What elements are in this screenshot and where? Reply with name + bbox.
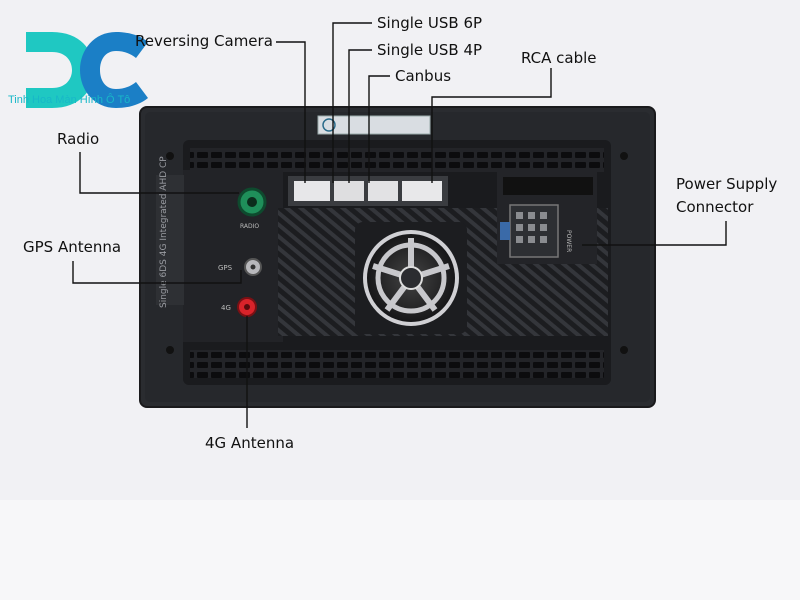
screw xyxy=(166,346,174,354)
power-block-label: POWER xyxy=(565,230,572,252)
brand-logo xyxy=(26,32,148,108)
radio-port-label: RADIO xyxy=(240,223,259,230)
label-4g-antenna: 4G Antenna xyxy=(205,434,295,452)
label-radio: Radio xyxy=(57,130,100,148)
leader-line-canbus xyxy=(368,75,390,183)
leader-line-gps-antenna xyxy=(72,261,242,284)
leader-line-radio xyxy=(79,152,239,194)
antenna-4g-port-label: 4G xyxy=(221,304,231,312)
screw xyxy=(166,152,174,160)
unit-side-text: Single 6DS 4G Integrated AHD CP xyxy=(159,156,169,308)
leader-line-usb-6p xyxy=(332,22,372,183)
leader-line-rca-cable xyxy=(431,68,552,183)
background-band xyxy=(0,500,800,600)
leader-line-usb-4p xyxy=(348,49,372,183)
label-single-usb-6p: Single USB 6P xyxy=(377,14,483,32)
leader-lines xyxy=(72,22,727,428)
gps-port-label: GPS xyxy=(218,264,233,272)
leader-line-reversing-camera xyxy=(276,41,306,183)
label-canbus: Canbus xyxy=(395,67,452,85)
leader-line-power-supply xyxy=(582,221,727,246)
label-power-supply: Power Supply xyxy=(676,175,778,193)
screw xyxy=(620,152,628,160)
label-gps-antenna: GPS Antenna xyxy=(23,238,122,256)
antenna-block xyxy=(183,170,283,342)
screw xyxy=(620,346,628,354)
sticker xyxy=(317,115,431,135)
brand-caption: Tinh Hoa Màn Hình Ô Tô xyxy=(8,94,131,106)
label-single-usb-4p: Single USB 4P xyxy=(377,41,483,59)
label-reversing-camera: Reversing Camera xyxy=(135,32,273,50)
label-power-supply-connector: Connector xyxy=(676,198,754,216)
label-rca-cable: RCA cable xyxy=(521,49,597,67)
